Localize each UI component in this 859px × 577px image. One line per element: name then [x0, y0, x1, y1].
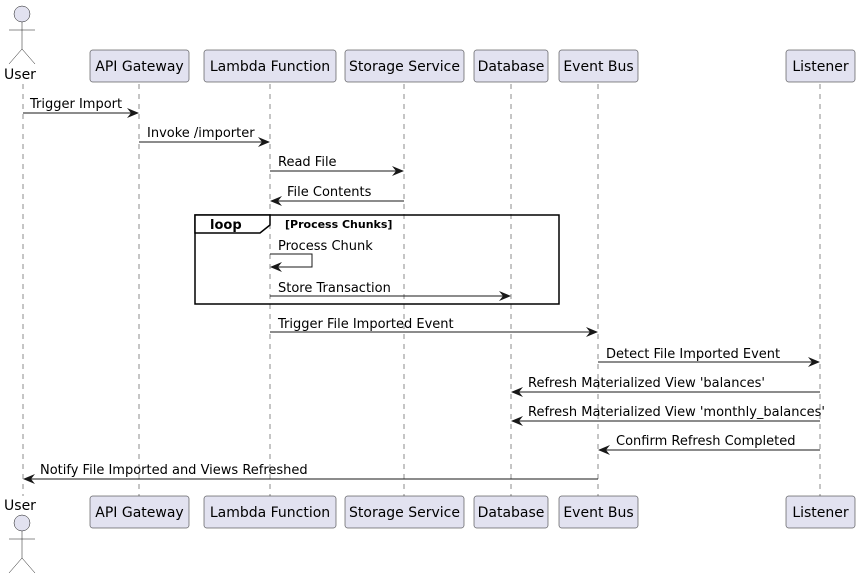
participant-bus: Event Bus [558, 495, 639, 529]
lifelines [22, 84, 821, 496]
actor-icon [8, 514, 36, 574]
participant-label: Event Bus [563, 59, 633, 75]
message: Read File [270, 155, 404, 176]
messages: Trigger Import Invoke /importer Read Fil… [23, 97, 825, 484]
participant-lambda: Lambda Function [203, 495, 337, 529]
participant-label: Storage Service [349, 59, 460, 75]
participants-top: API Gateway Lambda Function Storage Serv… [89, 49, 856, 83]
participant-bus: Event Bus [558, 49, 639, 83]
actor-user-bottom: User [4, 498, 36, 574]
participant-label: Lambda Function [210, 505, 330, 521]
participant-db: Database [473, 49, 549, 83]
participant-gateway: API Gateway [89, 495, 190, 529]
message: Invoke /importer [139, 126, 270, 147]
participant-label: Storage Service [349, 505, 460, 521]
loop-frame: loop [Process Chunks] [194, 214, 560, 305]
message: Trigger File Imported Event [270, 317, 598, 337]
message-label: Store Transaction [278, 281, 391, 296]
participant-label: Listener [792, 59, 849, 75]
message-label: Read File [278, 155, 337, 170]
message-label: Refresh Materialized View 'monthly_balan… [528, 405, 825, 420]
message: Confirm Refresh Completed [598, 434, 820, 455]
participant-label: Listener [792, 505, 849, 521]
loop-tab [194, 214, 271, 234]
participant-label: Event Bus [563, 505, 633, 521]
message-label: Refresh Materialized View 'balances' [528, 376, 765, 391]
message-label: Confirm Refresh Completed [616, 434, 796, 449]
participant-label: API Gateway [95, 505, 183, 521]
loop-guard: [Process Chunks] [285, 218, 392, 231]
message-label: File Contents [287, 185, 372, 200]
message: Refresh Materialized View 'balances' [511, 376, 820, 397]
message: Trigger Import [23, 97, 139, 118]
message: File Contents [270, 185, 404, 206]
message-label: Detect File Imported Event [606, 347, 780, 362]
message-label: Trigger Import [29, 97, 122, 112]
message-label: Trigger File Imported Event [277, 317, 454, 332]
message: Store Transaction [270, 281, 511, 301]
participant-listener: Listener [785, 49, 856, 83]
participant-lambda: Lambda Function [203, 49, 337, 83]
actor-label: User [4, 498, 36, 514]
participant-label: Lambda Function [210, 59, 330, 75]
loop-label: loop [210, 218, 242, 233]
message: Refresh Materialized View 'monthly_balan… [511, 405, 825, 426]
participant-label: API Gateway [95, 59, 183, 75]
actor-icon [8, 5, 36, 65]
actor-user-top: User [4, 5, 36, 83]
participant-gateway: API Gateway [89, 49, 190, 83]
participant-label: Database [478, 505, 545, 521]
participant-db: Database [473, 495, 549, 529]
participant-storage: Storage Service [344, 49, 465, 83]
participant-storage: Storage Service [344, 495, 465, 529]
actor-label: User [4, 67, 36, 83]
participant-listener: Listener [785, 495, 856, 529]
message-self: Process Chunk [270, 239, 373, 272]
participant-label: Database [478, 59, 545, 75]
message-label: Process Chunk [278, 239, 373, 254]
message-label: Notify File Imported and Views Refreshed [40, 463, 308, 478]
message-label: Invoke /importer [147, 126, 255, 141]
participants-bottom: API Gateway Lambda Function Storage Serv… [89, 495, 856, 529]
message: Notify File Imported and Views Refreshed [23, 463, 598, 484]
message: Detect File Imported Event [598, 347, 820, 367]
